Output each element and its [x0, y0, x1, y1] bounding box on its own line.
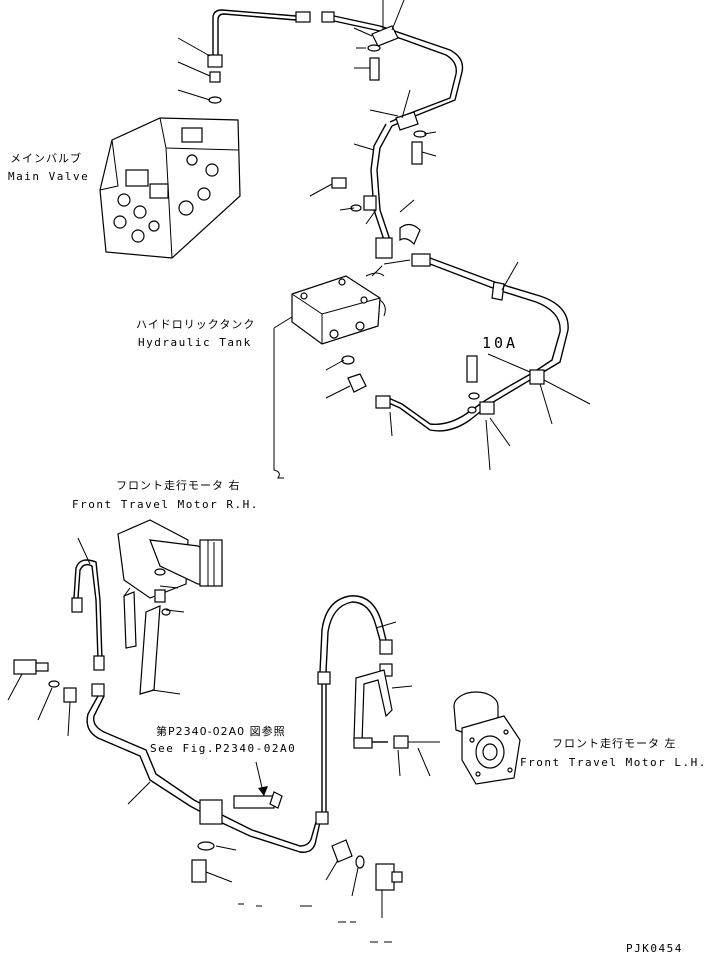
see-fig-label-jp: 第P2340-02A0 図参照	[156, 724, 286, 738]
tank-return-hose	[325, 253, 591, 471]
drawing-code: PJK0454	[626, 942, 683, 955]
top-pipe-assembly	[177, 0, 464, 259]
hydraulic-tank-label-jp: ハイドロリックタンク	[136, 318, 255, 331]
main-valve-label-en: Main Valve	[8, 170, 89, 183]
see-fig-label-en: See Fig.P2340-02A0	[150, 742, 296, 755]
section-10a-label: 10A	[482, 334, 518, 352]
hydraulic-tank-illustration	[273, 272, 386, 479]
front-motor-lh-label-en: Front Travel Motor L.H.	[520, 756, 707, 769]
lh-motor-hose-assembly	[238, 595, 440, 943]
front-motor-lh-label-jp: フロント走行モータ 左	[552, 737, 677, 750]
hydraulic-tank-label-en: Hydraulic Tank	[138, 336, 252, 349]
front-motor-rh-illustration	[117, 519, 223, 616]
main-valve-illustration	[99, 117, 241, 259]
front-motor-rh-label-en: Front Travel Motor R.H.	[72, 498, 259, 511]
rh-motor-hose-assembly	[7, 537, 181, 737]
main-valve-label-jp: メインバルブ	[10, 151, 82, 165]
front-motor-lh-illustration	[453, 691, 521, 785]
lower-connecting-pipe	[86, 695, 329, 883]
front-motor-rh-label-jp: フロント走行モータ 右	[116, 478, 241, 492]
